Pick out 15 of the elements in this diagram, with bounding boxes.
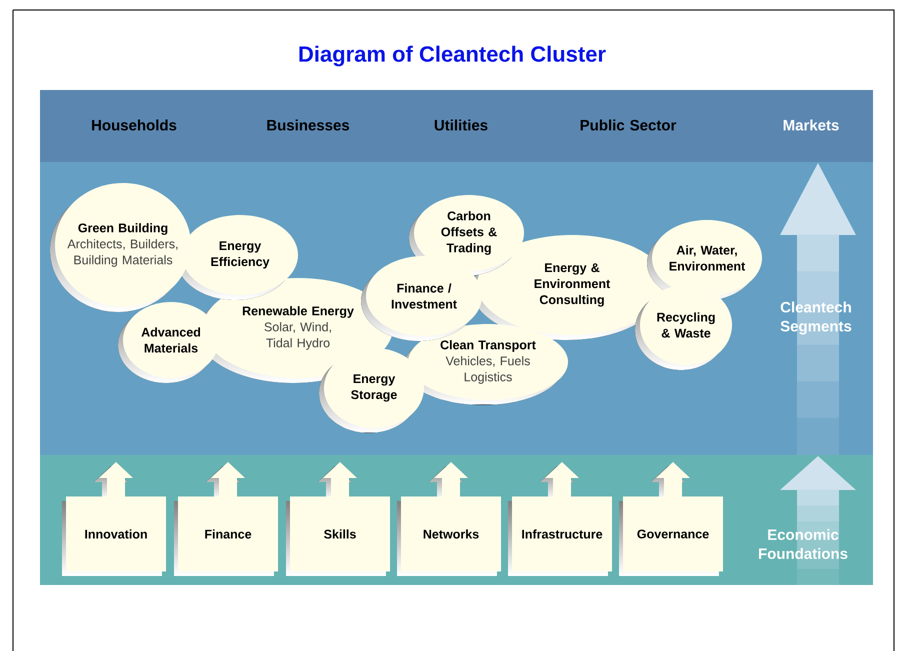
node-label: Vehicles, Fuels Logistics bbox=[446, 356, 530, 384]
band-label: Utilities bbox=[434, 120, 488, 130]
node-label: Clean Transport bbox=[440, 340, 536, 352]
foundation-box: Infrastructure bbox=[508, 496, 612, 576]
band-label: Public Sector bbox=[580, 120, 676, 130]
foundation-box: Finance bbox=[174, 496, 278, 576]
foundation-box: Innovation bbox=[62, 496, 166, 576]
foundation-box: Networks bbox=[397, 496, 501, 576]
foundation-box: Skills bbox=[286, 496, 390, 576]
band-label: Markets bbox=[784, 120, 839, 130]
title: Diagram of Cleantech Cluster bbox=[299, 46, 606, 66]
band-label: Businesses bbox=[267, 120, 350, 130]
band-label: Households bbox=[92, 120, 176, 130]
node-label: Finance / Investment bbox=[392, 283, 457, 309]
foundation-box: Governance bbox=[619, 496, 723, 576]
